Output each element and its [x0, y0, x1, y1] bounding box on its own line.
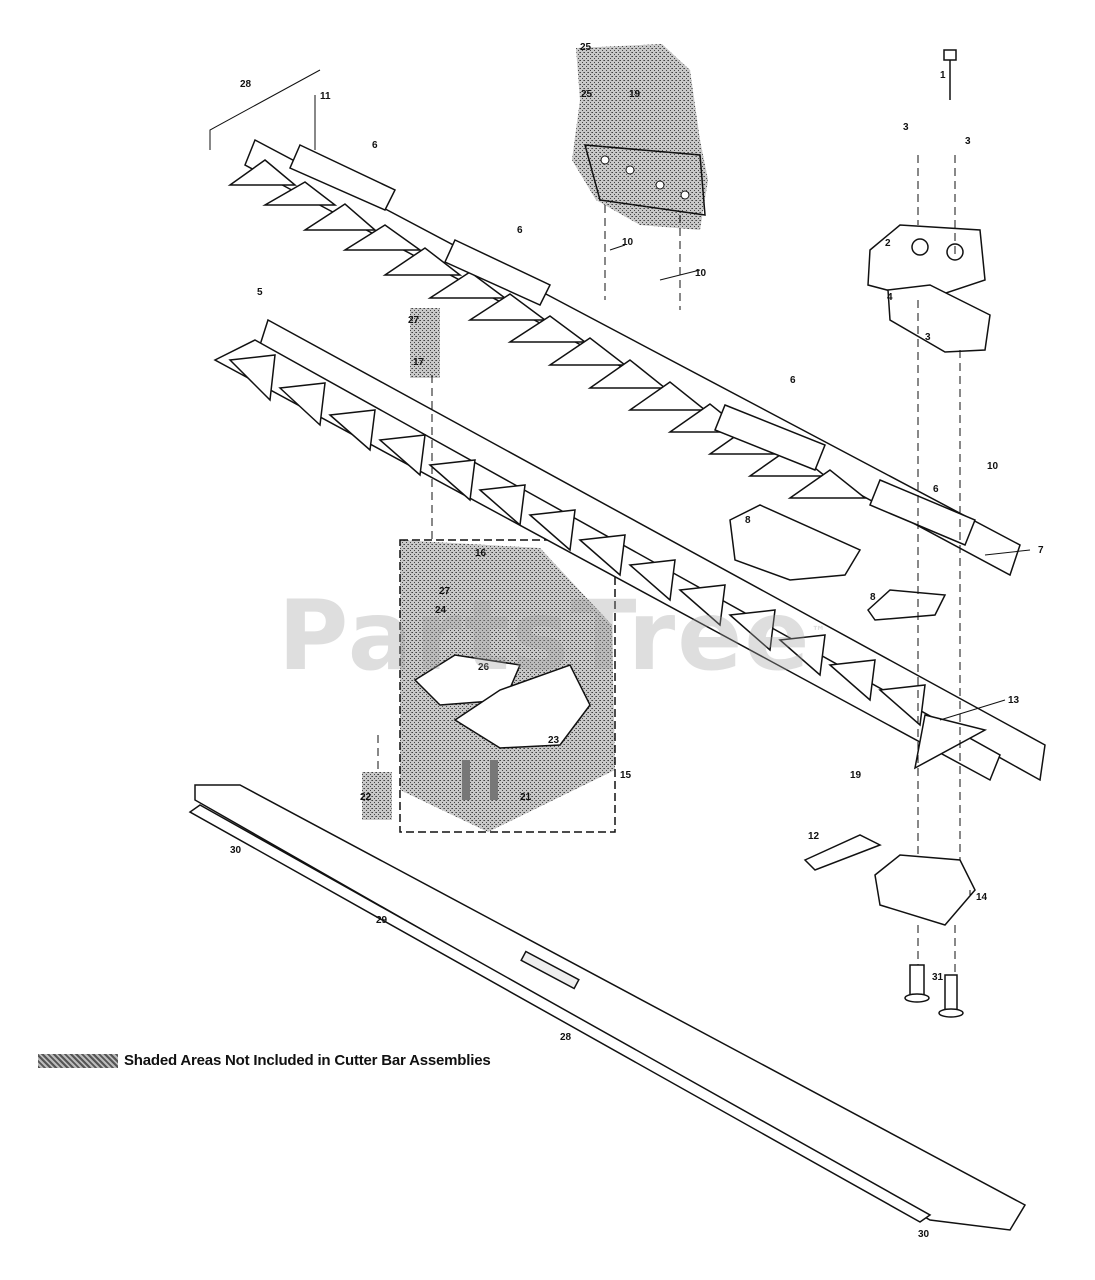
callout-6b: 6	[517, 225, 523, 236]
upper-knife-bar	[227, 138, 1021, 577]
callout-1: 1	[940, 70, 946, 81]
callout-21: 21	[520, 792, 532, 803]
callout-17: 17	[413, 357, 425, 368]
callout-3c: 3	[925, 332, 931, 343]
right-parts	[729, 49, 991, 1018]
callout-12: 12	[808, 831, 820, 842]
callout-3a: 3	[903, 122, 909, 133]
callout-19b: 19	[850, 770, 862, 781]
callout-4: 4	[887, 292, 893, 303]
callout-30a: 30	[230, 845, 242, 856]
lower-guard-bar	[188, 784, 1027, 1231]
callout-5: 5	[257, 287, 263, 298]
callout-26: 26	[478, 662, 490, 673]
callout-25a: 25	[580, 42, 592, 53]
callout-28: 28	[240, 79, 252, 90]
callout-11: 11	[320, 91, 331, 102]
legend-text: Shaded Areas Not Included in Cutter Bar …	[124, 1052, 491, 1069]
callout-6a: 6	[372, 140, 378, 151]
callout-29: 29	[376, 915, 388, 926]
partstree-watermark: PartsTree™	[278, 580, 828, 692]
callout-3b: 3	[965, 136, 971, 147]
main-cutter-bar	[213, 318, 1046, 782]
callout-10c: 10	[987, 461, 999, 472]
shaded-inset-top	[572, 44, 708, 230]
knife-sections-upper	[227, 159, 868, 499]
callout-2: 2	[885, 238, 891, 249]
callout-31: 31	[932, 972, 944, 983]
callout-7: 7	[1038, 545, 1044, 556]
callout-8a: 8	[745, 515, 751, 526]
callout-16: 16	[475, 548, 487, 559]
callout-22: 22	[360, 792, 372, 803]
shaded-inset-middle	[399, 539, 616, 833]
shading-swatch	[38, 1053, 118, 1068]
callout-6c: 6	[790, 375, 796, 386]
callout-27a: 27	[408, 315, 420, 326]
callout-23: 23	[548, 735, 560, 746]
callout-labels: 1 2 3 3 3 4 5 6 6 6 6 7 8 8 10 10 10 11 …	[230, 42, 1044, 1240]
leader-lines	[377, 155, 961, 975]
callout-14: 14	[976, 892, 988, 903]
callout-13: 13	[1008, 695, 1020, 706]
callout-15: 15	[620, 770, 632, 781]
shaded-inset-small	[410, 308, 440, 378]
shading-legend: Shaded Areas Not Included in Cutter Bar …	[38, 1052, 491, 1069]
callout-6d: 6	[933, 484, 939, 495]
guard-teeth	[228, 354, 988, 770]
callout-30b: 30	[918, 1229, 930, 1240]
callout-24: 24	[435, 605, 447, 616]
shaded-inset-22	[362, 772, 392, 820]
callout-10a: 10	[622, 237, 634, 248]
callout-19a: 19	[629, 89, 641, 100]
callout-27b: 27	[439, 586, 451, 597]
callout-8b: 8	[870, 592, 876, 603]
callout-28b: 28	[560, 1032, 572, 1043]
callout-10b: 10	[695, 268, 707, 279]
callout-leaders	[209, 69, 1031, 895]
callout-25b: 25	[581, 89, 593, 100]
